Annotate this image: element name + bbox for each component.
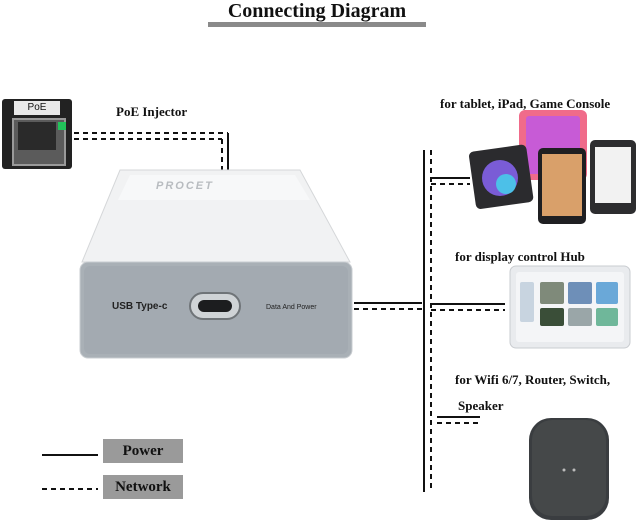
tablet-devices-illustration <box>469 110 636 224</box>
usb-port-label: USB Type-c <box>112 301 168 312</box>
router-label-line2: Speaker <box>458 398 504 413</box>
legend-network: Network <box>103 475 183 499</box>
branch-router <box>437 416 480 424</box>
hub-label: for display control Hub <box>455 249 585 264</box>
branch-hub <box>431 303 505 311</box>
title-underline <box>208 22 426 27</box>
branch-tablet <box>431 177 470 185</box>
distribution-bus <box>423 150 432 492</box>
control-hub-illustration <box>509 265 631 349</box>
injector-brand-logo: PROCET <box>156 180 214 192</box>
device-output-cable <box>354 302 422 310</box>
page-title: Connecting Diagram <box>227 0 407 22</box>
router-label-line1: for Wifi 6/7, Router, Switch, <box>455 372 611 387</box>
smart-speaker-illustration <box>529 418 609 520</box>
poe-network-cable <box>74 132 229 170</box>
legend-lines <box>42 454 98 490</box>
poe-port-label: PoE <box>14 101 60 115</box>
injector-label: PoE Injector <box>116 104 188 119</box>
link-led-icon <box>58 122 66 130</box>
poe-injector-device <box>79 169 353 359</box>
legend-power: Power <box>103 439 183 463</box>
rj45-contacts <box>18 122 56 150</box>
tablet-label: for tablet, iPad, Game Console <box>440 96 611 111</box>
output-label: Data And Power <box>266 304 317 311</box>
